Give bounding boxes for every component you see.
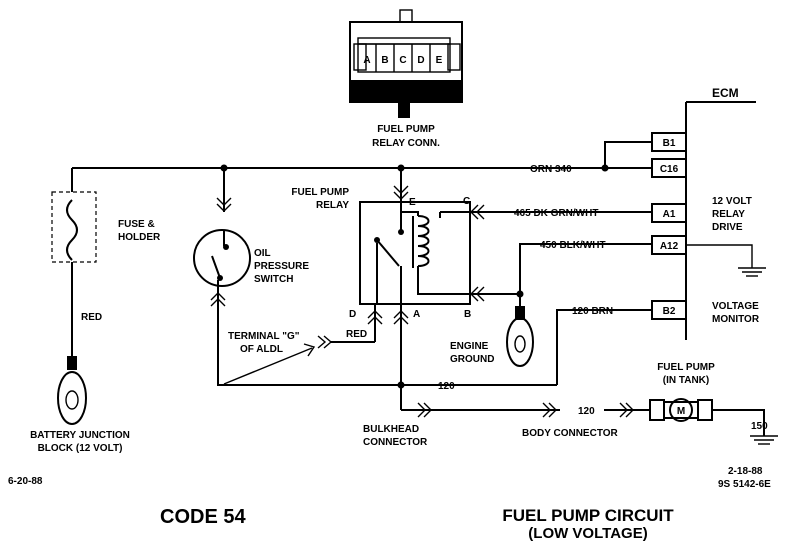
body-connector-label: BODY CONNECTOR (522, 428, 619, 439)
connector-pin-c: C (399, 55, 406, 66)
connector-label-line2: RELAY CONN. (372, 138, 440, 149)
terminal-g-aldl: TERMINAL "G" OF ALDL (223, 331, 316, 385)
connector-label-line1: FUEL PUMP (377, 124, 435, 135)
connector-pin-e: E (436, 55, 443, 66)
fuse-label-line1: FUSE & (118, 219, 155, 230)
wire-label-120-brn: 120 BRN (572, 306, 613, 317)
connector-pin-d: D (417, 55, 424, 66)
fuel-pump-label-line2: (IN TANK) (663, 375, 709, 386)
footer: 6-20-88 2-18-88 9S 5142-6E CODE 54 FUEL … (8, 466, 771, 542)
engine-ground-label-line2: GROUND (450, 354, 494, 365)
wire-label-450-blk-wht: 450 BLK/WHT (540, 240, 606, 251)
fuel-pump-label-line1: FUEL PUMP (657, 362, 715, 373)
relay-terminal-a: A (413, 309, 420, 320)
terminal-g-label-line2: OF ALDL (240, 344, 283, 355)
wiring: ORN 340 RED 465 DK GRN/WHT 450 BLK/WHT 1… (71, 141, 778, 445)
fuse-holder: FUSE & HOLDER (51, 191, 161, 263)
circuit-title: FUEL PUMP CIRCUIT (502, 506, 674, 525)
wire-label-120-body: 120 (578, 406, 595, 417)
fuel-pump-relay: FUEL PUMP RELAY E C D A B (291, 187, 471, 320)
relay-terminal-e: E (409, 197, 416, 208)
ecm-pin-a12: A12 (660, 241, 679, 252)
wire-label-150: 150 (751, 421, 768, 432)
relay-connector: A B C D E FUEL PUMP RELAY CONN. (349, 9, 463, 149)
relay-terminal-b: B (464, 309, 471, 320)
date-right: 2-18-88 (728, 466, 763, 477)
connector-pin-b: B (381, 55, 388, 66)
engine-ground: ENGINE GROUND (450, 306, 534, 367)
reference-number: 9S 5142-6E (718, 479, 771, 490)
oil-switch-label-line1: OIL (254, 248, 271, 259)
bulkhead-label-line1: BULKHEAD (363, 424, 419, 435)
relay-label-line1: FUEL PUMP (291, 187, 349, 198)
relay-drive-line1: 12 VOLT (712, 196, 752, 207)
ecm-pin-a1: A1 (663, 209, 676, 220)
oil-pressure-switch: OIL PRESSURE SWITCH (193, 168, 309, 307)
fuel-pump: M FUEL PUMP (IN TANK) (649, 362, 715, 422)
engine-ground-label-line1: ENGINE (450, 341, 489, 352)
oil-switch-label-line3: SWITCH (254, 274, 293, 285)
code-title: CODE 54 (160, 506, 246, 528)
date-left: 6-20-88 (8, 476, 43, 487)
relay-label-line2: RELAY (316, 200, 349, 211)
wire-label-465-dk-grn-wht: 465 DK GRN/WHT (514, 208, 598, 219)
battery-label-line2: BLOCK (12 VOLT) (38, 443, 123, 454)
connector-pin-a: A (363, 55, 370, 66)
relay-terminal-c: C (463, 196, 470, 207)
wire-label-red-fuse: RED (81, 312, 102, 323)
ecm-pin-c16: C16 (660, 164, 679, 175)
ecm-pin-b1: B1 (663, 138, 676, 149)
terminal-g-label-line1: TERMINAL "G" (228, 331, 300, 342)
voltage-monitor-line2: MONITOR (712, 314, 760, 325)
ecm-module: ECM B1 C16 A1 A12 B2 12 VOLT RELAY DRIVE… (651, 86, 766, 340)
fuse-label-line2: HOLDER (118, 232, 161, 243)
wire-label-120-lower: 120 (438, 381, 455, 392)
relay-drive-line3: DRIVE (712, 222, 743, 233)
battery-junction-block: BATTERY JUNCTION BLOCK (12 VOLT) (30, 356, 130, 454)
oil-switch-label-line2: PRESSURE (254, 261, 309, 272)
wire-label-red-terminal: RED (346, 329, 367, 340)
bulkhead-label-line2: CONNECTOR (363, 437, 428, 448)
ecm-title: ECM (712, 86, 739, 100)
fuel-pump-motor: M (677, 406, 685, 417)
circuit-subtitle: (LOW VOLTAGE) (528, 525, 647, 542)
ecm-pin-b2: B2 (663, 306, 676, 317)
battery-label-line1: BATTERY JUNCTION (30, 430, 130, 441)
voltage-monitor-line1: VOLTAGE (712, 301, 759, 312)
wire-label-orn-340: ORN 340 (530, 164, 572, 175)
relay-terminal-d: D (349, 309, 356, 320)
relay-drive-line2: RELAY (712, 209, 745, 220)
